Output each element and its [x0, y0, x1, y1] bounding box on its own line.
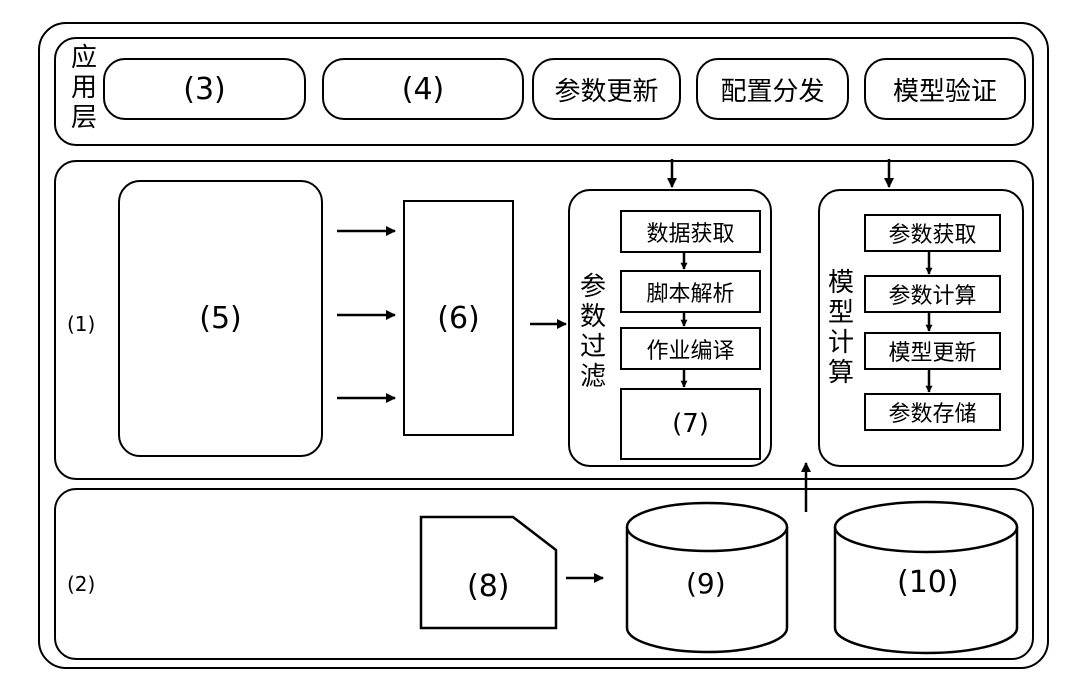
data-fetch-step: 数据获取 — [620, 210, 761, 253]
model-verify-box: 模型验证 — [864, 58, 1026, 120]
doc-8-shape — [419, 515, 558, 630]
doc-8-label: (8) — [467, 569, 510, 604]
box-5: (5) — [118, 180, 323, 457]
storage-layer-label: (2) — [67, 572, 96, 596]
cylinder-9-label: (9) — [686, 567, 726, 600]
param-compute-step: 参数计算 — [864, 275, 1001, 313]
param-filter-label: 参 数 过 滤 — [579, 272, 606, 392]
box-3: (3) — [103, 58, 306, 120]
config-dist-box: 配置分发 — [696, 58, 849, 120]
cylinder-10-label: (10) — [897, 565, 959, 600]
box-4: (4) — [322, 58, 524, 120]
script-parse-step: 脚本解析 — [620, 270, 761, 313]
box-7: (7) — [620, 388, 761, 460]
job-compile-step: 作业编译 — [620, 327, 761, 370]
model-compute-label: 模 型 计 算 — [827, 268, 854, 388]
param-update-box: 参数更新 — [532, 58, 681, 120]
param-fetch-step: 参数获取 — [864, 214, 1001, 252]
param-store-step: 参数存储 — [864, 393, 1001, 431]
box-6: (6) — [403, 200, 514, 436]
cylinder-10-shape — [833, 500, 1019, 655]
middle-layer-label: (1) — [67, 312, 96, 336]
model-update-step: 模型更新 — [864, 332, 1001, 370]
cylinder-9-shape — [625, 501, 789, 654]
application-layer-label: 应 用 层 — [70, 43, 97, 133]
